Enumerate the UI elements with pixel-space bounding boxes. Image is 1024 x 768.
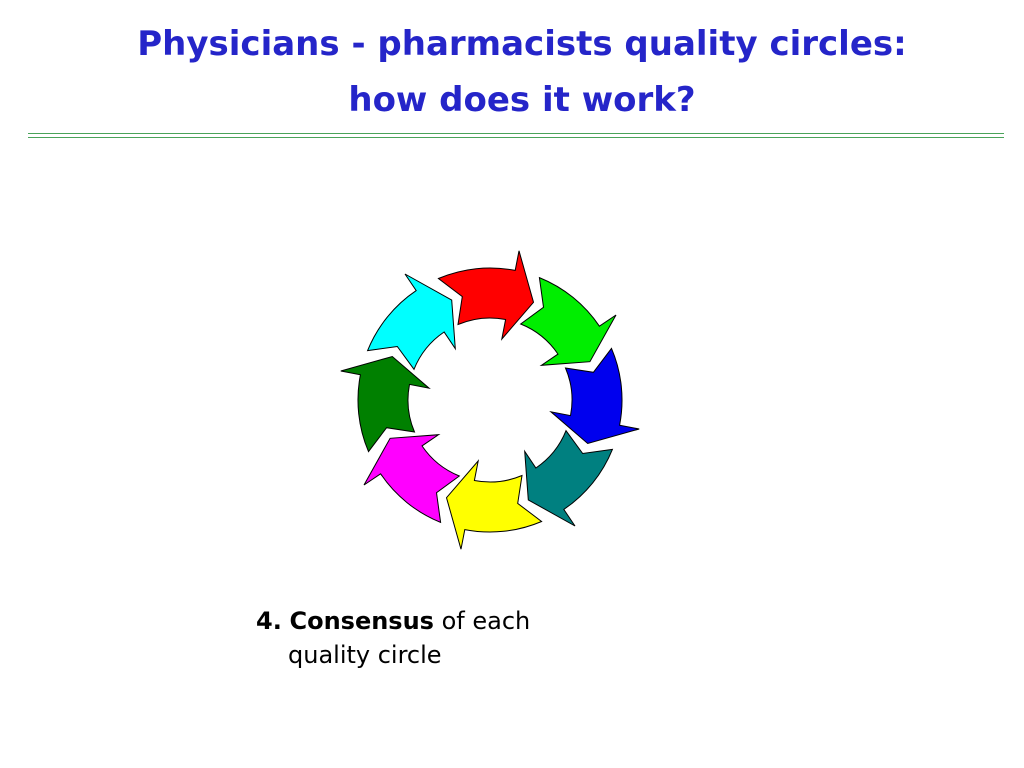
cycle-arrow-3 — [549, 347, 640, 445]
slide-title: Physicians - pharmacists quality circles… — [0, 16, 1024, 128]
step-caption: 4. Consensus of each quality circle — [256, 604, 616, 672]
title-line-2: how does it work? — [348, 80, 696, 120]
step-term: Consensus — [289, 607, 434, 635]
title-line-1: Physicians - pharmacists quality circles… — [137, 24, 907, 64]
cycle-arrow-8 — [366, 273, 456, 371]
quality-cycle-diagram — [340, 250, 640, 550]
cycle-arrow-2 — [519, 276, 617, 366]
step-text-line-2: quality circle — [288, 641, 442, 669]
cycle-arrows — [340, 250, 640, 550]
step-text: of each — [441, 607, 531, 635]
title-divider-top — [28, 133, 1004, 134]
title-divider-bottom — [28, 137, 1004, 138]
cycle-arrow-1 — [437, 250, 535, 341]
step-number: 4. — [256, 607, 282, 635]
cycle-arrow-5 — [445, 459, 543, 550]
cycle-arrow-7 — [340, 355, 431, 453]
cycle-arrow-4 — [524, 429, 614, 527]
cycle-arrow-6 — [363, 434, 461, 524]
